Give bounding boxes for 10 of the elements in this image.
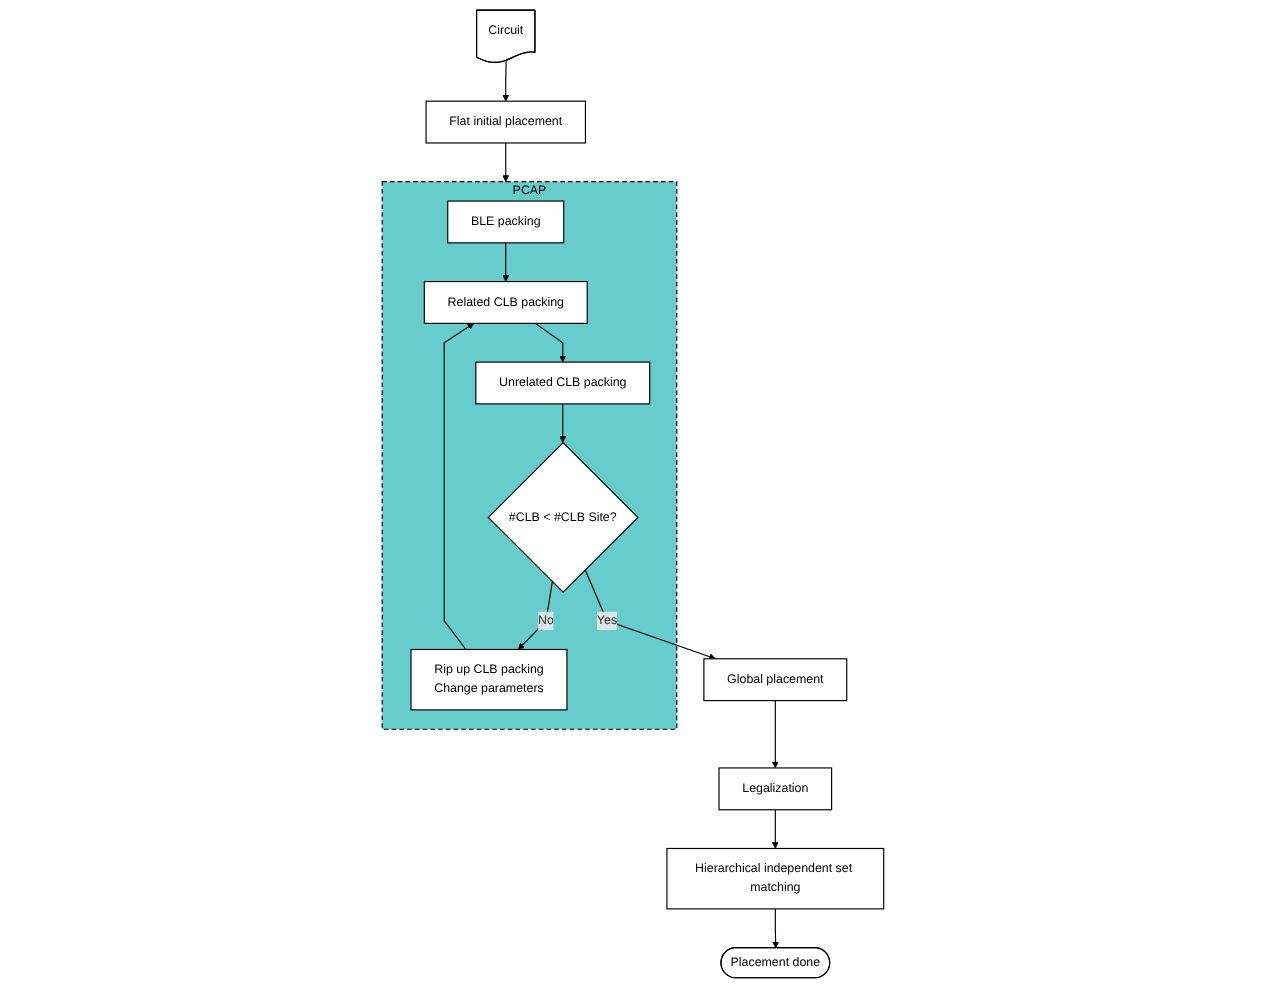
arrow (770, 700, 778, 769)
arrow (501, 60, 509, 102)
arrow (442, 323, 474, 651)
arrow (533, 322, 566, 363)
arrow (770, 809, 778, 849)
arrow (558, 403, 566, 443)
arrow (501, 142, 509, 182)
arrow (583, 569, 715, 660)
arrow (501, 242, 509, 282)
arrow (771, 908, 778, 949)
